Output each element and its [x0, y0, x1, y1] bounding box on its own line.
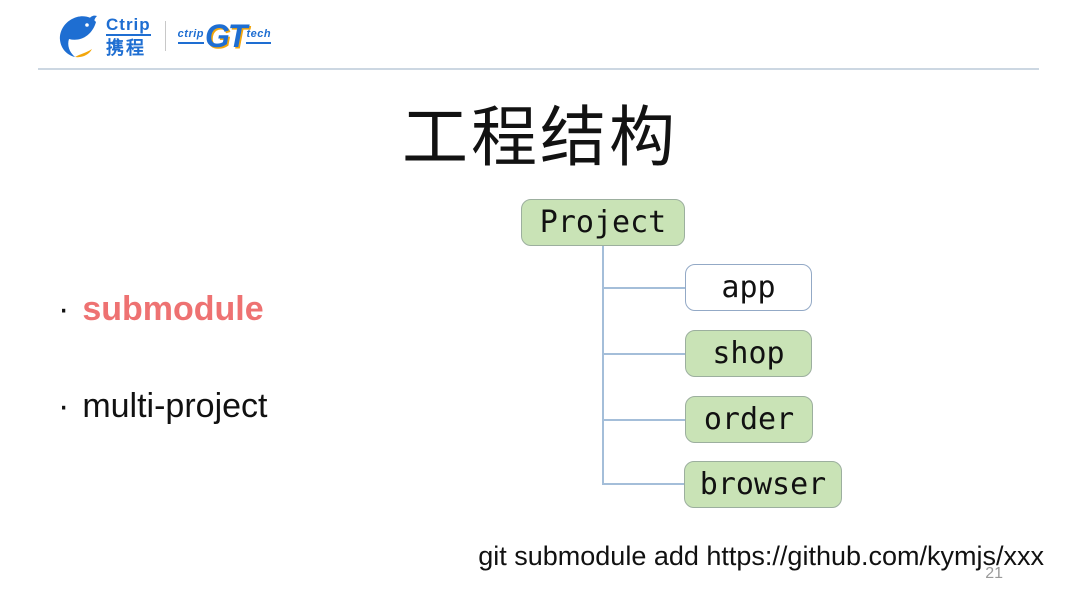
ctrip-logo: Ctrip 携程 [56, 14, 151, 58]
page-number: 21 [985, 565, 1003, 582]
tech-logo-suffix: tech [246, 28, 272, 44]
tree-node-app: app [685, 264, 812, 311]
tech-logo-main: GT [205, 18, 247, 54]
header-divider [38, 68, 1039, 70]
bullet-label-submodule: submodule [82, 290, 264, 328]
header: Ctrip 携程 ctrip GT tech [56, 12, 272, 60]
page-title: 工程结构 [402, 100, 678, 174]
ctrip-chinese-label: 携程 [106, 37, 146, 58]
git-command-caption: git submodule add https://github.com/kym… [478, 541, 1044, 571]
ctrip-tech-logo: ctrip GT tech [177, 18, 272, 54]
tree-connector-branch [602, 287, 685, 289]
tree-connector-branch [602, 419, 685, 421]
list-item: · multi-project [58, 387, 268, 426]
tree-connector-vertical [602, 246, 604, 485]
tree-node-shop: shop [685, 330, 812, 377]
ctrip-wordmark: Ctrip 携程 [106, 16, 151, 57]
tech-logo-prefix: ctrip [177, 28, 205, 44]
tree-node-project: Project [521, 199, 685, 246]
logo-separator [164, 21, 166, 51]
tree-connector-branch [602, 353, 685, 355]
ctrip-dolphin-icon [56, 14, 102, 58]
tree-node-order: order [685, 396, 813, 443]
tree-node-browser: browser [684, 461, 842, 508]
bullet-label-multi-project: multi-project [82, 387, 268, 425]
ctrip-latin-label: Ctrip [106, 14, 151, 36]
tree-connector-branch [602, 483, 685, 485]
list-item: · submodule [58, 290, 264, 329]
bullet-icon: · [58, 387, 70, 425]
bullet-icon: · [58, 290, 70, 328]
